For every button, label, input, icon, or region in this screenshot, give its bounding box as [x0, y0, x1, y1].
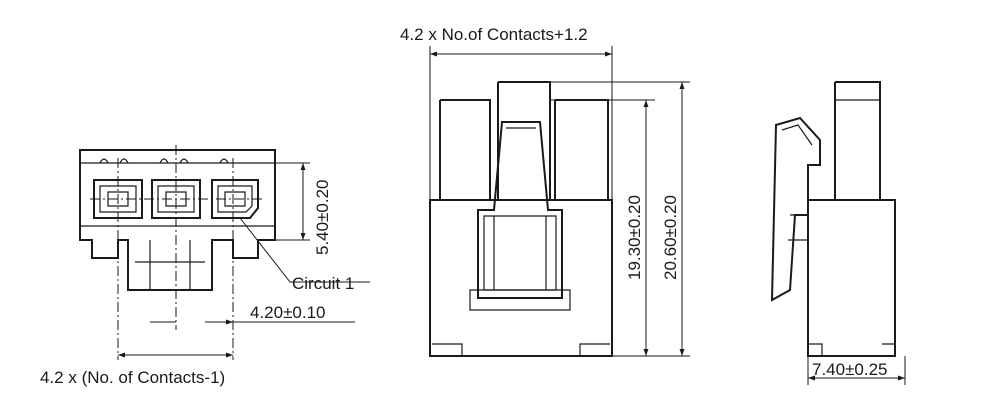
side-body — [807, 199, 896, 357]
latch-foot — [469, 289, 571, 311]
latch — [477, 121, 563, 299]
middle-view — [429, 46, 690, 357]
dim-pitch-label: 4.20±0.10 — [250, 303, 326, 322]
front-housing-outline — [79, 149, 276, 291]
side-feet — [808, 343, 895, 356]
dim-inner-height-label: 19.30±0.20 — [625, 195, 644, 280]
side-view — [770, 81, 906, 385]
blade-left — [439, 99, 491, 200]
cavity-1 — [93, 179, 143, 219]
side-latch — [770, 116, 821, 302]
dim-height-label: 5.40±0.20 — [313, 179, 332, 255]
side-latch-details — [781, 124, 813, 241]
cavity-3 — [211, 179, 259, 219]
blade-right — [554, 99, 609, 200]
middle-feet — [432, 343, 610, 356]
front-view — [79, 145, 370, 360]
dim-span-label: 4.2 x (No. of Contacts-1) — [40, 368, 225, 387]
side-tower — [834, 81, 881, 200]
dim-total-height-label: 20.60±0.20 — [661, 195, 680, 280]
front-lower-block — [135, 240, 205, 290]
front-top-notches — [99, 158, 229, 164]
circuit-leader — [239, 217, 370, 283]
middle-body — [429, 199, 613, 357]
circuit-label: Circuit 1 — [292, 274, 354, 293]
dim-width-label: 4.2 x No.of Contacts+1.2 — [400, 25, 588, 44]
dim-depth-label: 7.40±0.25 — [812, 360, 888, 379]
cavity-2 — [151, 179, 201, 219]
